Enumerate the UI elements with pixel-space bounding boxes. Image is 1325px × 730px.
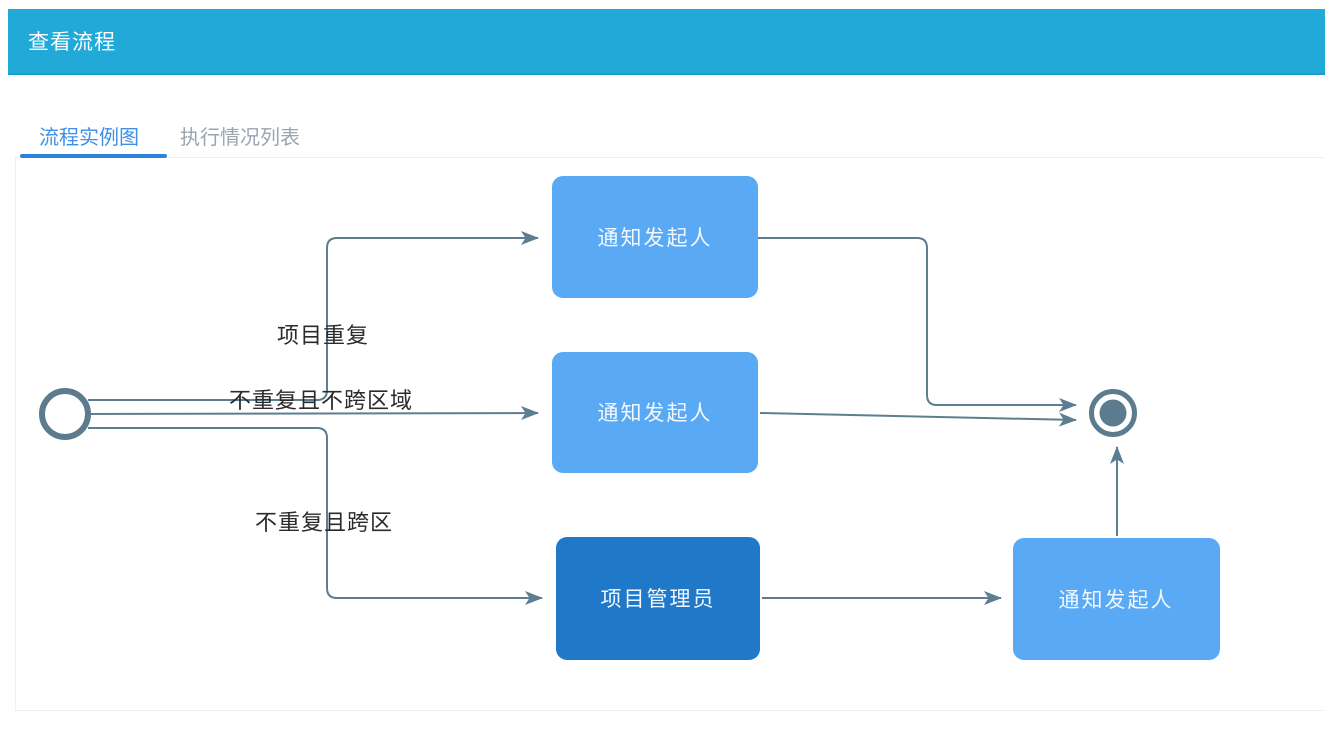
tab-execution-list[interactable]: 执行情况列表 xyxy=(180,127,300,149)
node-label: 通知发起人 xyxy=(598,402,713,425)
node-label: 通知发起人 xyxy=(598,227,713,250)
node-notify-initiator-bottom: 通知发起人 xyxy=(1013,538,1220,660)
edge-label-project-duplicate: 项目重复 xyxy=(277,323,369,348)
page-title: 查看流程 xyxy=(28,31,116,54)
tabs-nav: 流程实例图 执行情况列表 xyxy=(20,118,319,158)
node-notify-initiator-top: 通知发起人 xyxy=(552,176,758,298)
node-notify-initiator-middle: 通知发起人 xyxy=(552,352,758,473)
edge-label-no-dup-cross-region: 不重复且跨区 xyxy=(255,510,393,535)
flow-diagram-canvas: 通知发起人 通知发起人 项目管理员 通知发起人 项目重复 不重复且不跨区域 不重… xyxy=(39,176,1220,660)
tab-process-instance-diagram[interactable]: 流程实例图 xyxy=(39,127,139,149)
active-tab-underline xyxy=(20,154,167,158)
node-project-admin: 项目管理员 xyxy=(556,537,760,660)
edge-start-to-notify-top xyxy=(88,231,539,401)
page-header: 查看流程 xyxy=(8,9,1325,75)
node-label: 通知发起人 xyxy=(1059,589,1174,612)
edge-start-to-notify-middle xyxy=(88,406,539,421)
node-label: 项目管理员 xyxy=(601,588,716,611)
start-event-circle xyxy=(39,388,91,440)
end-event-circle xyxy=(1089,389,1137,437)
edge-label-no-dup-no-cross-region: 不重复且不跨区域 xyxy=(229,388,413,413)
edge-notify-top-to-end xyxy=(758,237,1077,412)
edge-notify-middle-to-end xyxy=(759,412,1077,427)
edge-start-to-project-admin xyxy=(88,427,543,605)
